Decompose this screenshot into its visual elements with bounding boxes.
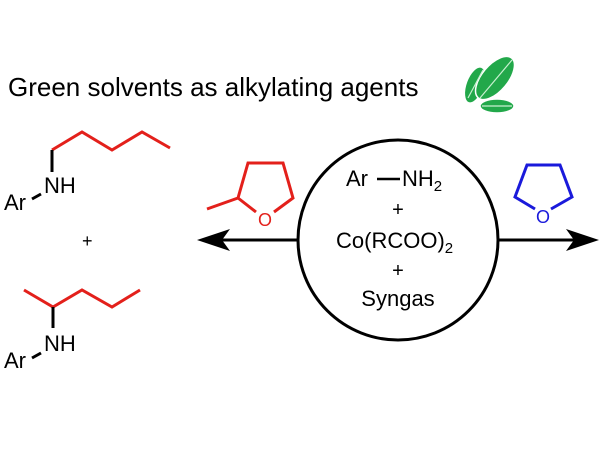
reagent-circle: Ar NH2 + Co(RCOO)2 + Syngas <box>296 138 500 342</box>
plus-sign: + <box>82 231 93 251</box>
2-pentyl-chain <box>23 288 141 309</box>
left-arrow <box>197 229 300 251</box>
oxygen-label: O <box>536 207 550 227</box>
leaf-icon <box>463 55 516 114</box>
amine-nh: NH2 <box>402 166 442 195</box>
tetrahydrofuran-structure: O <box>513 163 574 227</box>
syngas-label: Syngas <box>361 286 434 311</box>
product-n-2-pentyl-amine: NH Ar <box>4 288 141 373</box>
2-methyltetrahydrofuran-structure: O <box>206 161 295 230</box>
plus-sign: + <box>392 199 404 221</box>
ar-label: Ar <box>4 348 26 373</box>
oxygen-label: O <box>258 210 272 230</box>
ar-label: Ar <box>4 190 26 215</box>
amine-ar: Ar <box>346 166 368 191</box>
pentyl-chain <box>51 130 171 152</box>
nh-label: NH <box>44 331 76 356</box>
plus-sign: + <box>392 260 404 282</box>
product-n-pentyl-amine: NH Ar <box>4 130 171 215</box>
right-arrow <box>497 229 599 251</box>
scheme-title: Green solvents as alkylating agents <box>8 72 418 102</box>
nh-label: NH <box>44 173 76 198</box>
catalyst: Co(RCOO)2 <box>336 228 453 257</box>
